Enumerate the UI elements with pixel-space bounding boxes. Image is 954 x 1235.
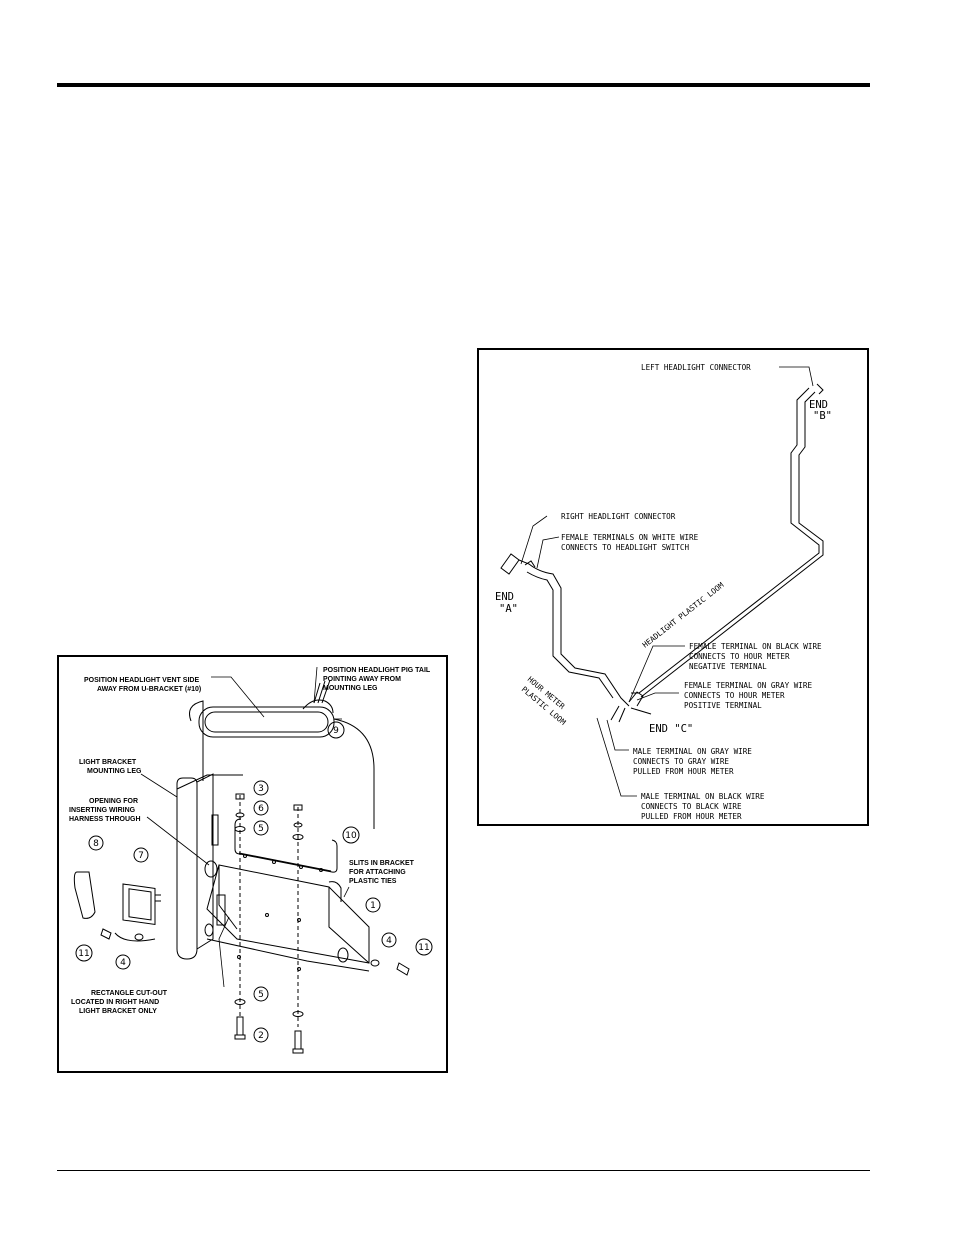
slits-callout-line3: PLASTIC TIES: [349, 878, 397, 885]
end-a-label-line2: "A": [499, 603, 518, 615]
part-number-10: 10: [345, 831, 357, 841]
right-headlight-connector-label: RIGHT HEADLIGHT CONNECTOR: [561, 512, 676, 521]
male-gray-label-line3: PULLED FROM HOUR METER: [633, 767, 734, 776]
wiring-harness-drawing: LEFT HEADLIGHT CONNECTOR END "B" RIGHT H…: [495, 363, 832, 821]
female-gray-label-line3: POSITIVE TERMINAL: [684, 701, 762, 710]
opening-callout-line2: INSERTING WIRING: [69, 807, 136, 814]
vent-callout-line2: AWAY FROM U-BRACKET (#10): [97, 686, 201, 693]
male-black-label-line1: MALE TERMINAL ON BLACK WIRE: [641, 792, 765, 801]
part-number-5a: 5: [258, 824, 264, 834]
end-a-branch-drawing: [500, 553, 630, 707]
part-number-3: 3: [258, 784, 264, 794]
part-number-1: 1: [370, 901, 376, 911]
pigtail-callout-line1: POSITION HEADLIGHT PIG TAIL: [323, 667, 431, 674]
light-bracket-drawing: POSITION HEADLIGHT VENT SIDE AWAY FROM U…: [69, 666, 433, 1054]
harness-leader-lines: [520, 366, 814, 797]
part-number-circles: [75, 721, 433, 1043]
light-bracket-assembly-figure: POSITION HEADLIGHT VENT SIDE AWAY FROM U…: [57, 655, 448, 1073]
leg-callout-line1: LIGHT BRACKET: [79, 759, 137, 766]
male-gray-label-line1: MALE TERMINAL ON GRAY WIRE: [633, 747, 752, 756]
headlight-loom-drawing: [631, 383, 824, 698]
opening-callout-line1: OPENING FOR: [89, 798, 138, 805]
switch-drawing: [73, 871, 161, 926]
female-gray-label-line1: FEMALE TERMINAL ON GRAY WIRE: [684, 681, 812, 690]
part-number-11a: 11: [78, 949, 89, 959]
pigtail-callout-line3: MOUNTING LEG: [323, 685, 378, 692]
end-b-label-line1: END: [809, 399, 828, 411]
end-c-label: END "C": [649, 723, 693, 735]
left-headlight-connector-label: LEFT HEADLIGHT CONNECTOR: [641, 363, 751, 372]
part-number-11b: 11: [418, 943, 429, 953]
part-number-9: 9: [333, 726, 339, 736]
leader-lines: [140, 666, 350, 988]
part-number-2: 2: [258, 1031, 264, 1041]
mounting-leg-drawing: [176, 700, 243, 960]
wiring-harness-figure: LEFT HEADLIGHT CONNECTOR END "B" RIGHT H…: [477, 348, 869, 826]
male-black-label-line2: CONNECTS TO BLACK WIRE: [641, 802, 742, 811]
part-number-7: 7: [138, 851, 144, 861]
male-gray-label-line2: CONNECTS TO GRAY WIRE: [633, 757, 729, 766]
end-b-label-line2: "B": [813, 410, 832, 422]
header-rule: [57, 83, 870, 87]
female-black-label-line1: FEMALE TERMINAL ON BLACK WIRE: [689, 642, 822, 651]
headlight-drawing: [198, 679, 375, 829]
vent-callout-line1: POSITION HEADLIGHT VENT SIDE: [84, 677, 199, 684]
male-black-label-line3: PULLED FROM HOUR METER: [641, 812, 742, 821]
headlight-plastic-loom-label: HEADLIGHT PLASTIC LOOM: [641, 580, 726, 649]
cutout-callout-line2: LOCATED IN RIGHT HAND: [71, 999, 159, 1006]
female-black-label-line2: CONNECTS TO HOUR METER: [689, 652, 790, 661]
part-number-8: 8: [93, 839, 99, 849]
footer-rule: [57, 1170, 870, 1171]
slits-callout-line2: FOR ATTACHING: [349, 869, 406, 876]
slits-callout-line1: SLITS IN BRACKET: [349, 860, 415, 867]
opening-callout-line3: HARNESS THROUGH: [69, 816, 141, 823]
part-number-4a: 4: [120, 958, 126, 968]
pigtail-callout-line2: POINTING AWAY FROM: [323, 676, 401, 683]
base-bracket-drawing: [206, 864, 370, 972]
female-white-label-line2: CONNECTS TO HEADLIGHT SWITCH: [561, 543, 689, 552]
end-c-terminals-drawing: [610, 691, 652, 723]
leg-callout-line2: MOUNTING LEG: [87, 768, 142, 775]
part-number-5b: 5: [258, 990, 264, 1000]
part-number-6: 6: [258, 804, 264, 814]
end-a-label-line1: END: [495, 591, 514, 603]
hardware-drawing: [100, 793, 410, 1054]
u-bracket-drawing: [234, 818, 338, 873]
female-gray-label-line2: CONNECTS TO HOUR METER: [684, 691, 785, 700]
female-white-label-line1: FEMALE TERMINALS ON WHITE WIRE: [561, 533, 699, 542]
cutout-callout-line1: RECTANGLE CUT-OUT: [91, 990, 168, 997]
cutout-callout-line3: LIGHT BRACKET ONLY: [79, 1008, 157, 1015]
part-number-4b: 4: [386, 936, 392, 946]
female-black-label-line3: NEGATIVE TERMINAL: [689, 662, 767, 671]
